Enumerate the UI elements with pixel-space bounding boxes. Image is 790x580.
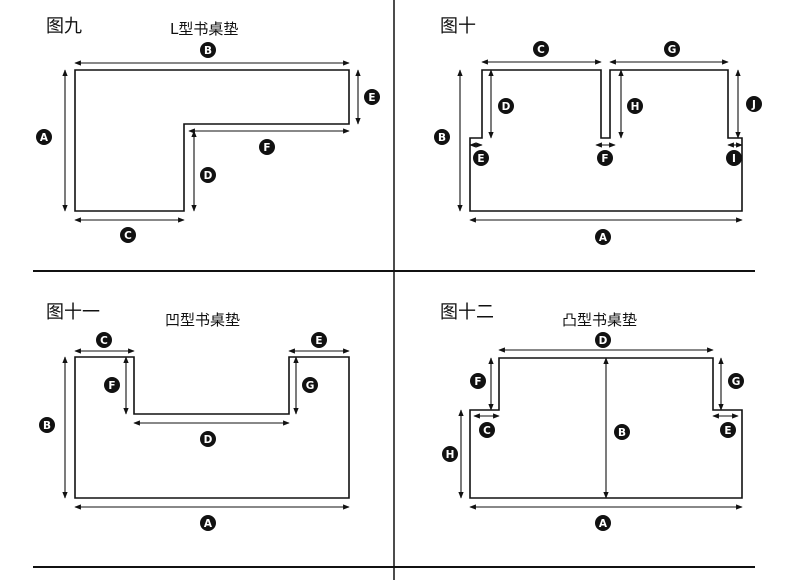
figure-12-label: 图十二 bbox=[440, 302, 494, 323]
fig12-badge-f bbox=[470, 373, 486, 389]
fig11-badge-label-e: E bbox=[315, 335, 322, 347]
fig10-badge-label-d: D bbox=[502, 101, 511, 113]
fig12-badge-label-b: B bbox=[618, 427, 626, 439]
figure-11-title: 凹型书桌垫 bbox=[165, 311, 241, 329]
fig10-badge-label-g: G bbox=[668, 44, 677, 56]
fig9-badge-c bbox=[120, 227, 136, 243]
fig11-badge-c bbox=[96, 332, 112, 348]
figure-11-label: 图十一 bbox=[46, 302, 100, 323]
fig10-badge-c bbox=[533, 41, 549, 57]
fig11-badge-label-g: G bbox=[306, 380, 315, 392]
fig11-badge-label-b: B bbox=[43, 420, 51, 432]
fig11-badge-d bbox=[200, 431, 216, 447]
u-shape-outline bbox=[74, 356, 350, 499]
fig11-badge-label-c: C bbox=[100, 335, 108, 347]
fig10-badge-g bbox=[664, 41, 680, 57]
fig12-badge-h bbox=[442, 446, 458, 462]
fig11-badge-g bbox=[302, 377, 318, 393]
fig11-badge-label-d: D bbox=[204, 434, 213, 446]
fig10-badge-label-j: J bbox=[751, 99, 756, 111]
fig9-badge-d bbox=[200, 167, 216, 183]
fig12-badge-g bbox=[728, 373, 744, 389]
fig10-badge-label-a: A bbox=[599, 232, 608, 244]
fig10-badge-label-i: I bbox=[732, 153, 736, 165]
fig12-badge-label-c: C bbox=[483, 425, 491, 437]
fig9-badge-b bbox=[200, 42, 216, 58]
fig9-badge-f bbox=[259, 139, 275, 155]
fig11-badge-label-f: F bbox=[108, 380, 115, 392]
double-u-shape-outline bbox=[469, 69, 743, 212]
figure-12-title: 凸型书桌垫 bbox=[562, 311, 638, 329]
figure-9-label: 图九 bbox=[46, 16, 82, 37]
convex-shape-outline bbox=[469, 357, 743, 499]
figure-9-title: L型书桌垫 bbox=[170, 20, 239, 38]
fig9-badge-a bbox=[36, 129, 52, 145]
fig9-badge-label-b: B bbox=[204, 45, 212, 57]
fig10-badge-f bbox=[597, 150, 613, 166]
fig10-badge-b bbox=[434, 129, 450, 145]
fig10-badge-d bbox=[498, 98, 514, 114]
fig12-badge-a bbox=[595, 515, 611, 531]
fig12-badge-label-d: D bbox=[599, 335, 608, 347]
fig10-badge-label-f: F bbox=[601, 153, 608, 165]
fig10-badge-e bbox=[473, 150, 489, 166]
fig9-badge-label-a: A bbox=[40, 132, 49, 144]
fig10-badge-label-b: B bbox=[438, 132, 446, 144]
fig12-badge-label-e: E bbox=[724, 425, 731, 437]
fig10-badge-label-c: C bbox=[537, 44, 545, 56]
fig11-badge-b bbox=[39, 417, 55, 433]
fig10-badge-j bbox=[746, 96, 762, 112]
fig12-badge-c bbox=[479, 422, 495, 438]
fig10-badge-i bbox=[726, 150, 742, 166]
fig9-badge-label-f: F bbox=[263, 142, 270, 154]
fig9-badge-label-c: C bbox=[124, 230, 132, 242]
fig10-badge-label-h: H bbox=[631, 101, 640, 113]
fig11-badge-f bbox=[104, 377, 120, 393]
fig10-badge-a bbox=[595, 229, 611, 245]
fig12-badge-label-g: G bbox=[732, 376, 741, 388]
fig11-badge-a bbox=[200, 515, 216, 531]
fig11-badge-e bbox=[311, 332, 327, 348]
fig10-badge-label-e: E bbox=[477, 153, 484, 165]
fig12-badge-e bbox=[720, 422, 736, 438]
fig12-badge-label-f: F bbox=[474, 376, 481, 388]
fig10-badge-h bbox=[627, 98, 643, 114]
l-shape-outline bbox=[74, 69, 350, 212]
fig11-badge-label-a: A bbox=[204, 518, 213, 530]
figure-10-label: 图十 bbox=[440, 16, 476, 37]
fig9-badge-e bbox=[364, 89, 380, 105]
fig9-badge-label-d: D bbox=[204, 170, 213, 182]
fig9-badge-label-e: E bbox=[368, 92, 375, 104]
fig12-badge-d bbox=[595, 332, 611, 348]
fig12-badge-b bbox=[614, 424, 630, 440]
fig12-badge-label-h: H bbox=[446, 449, 455, 461]
fig12-badge-label-a: A bbox=[599, 518, 608, 530]
